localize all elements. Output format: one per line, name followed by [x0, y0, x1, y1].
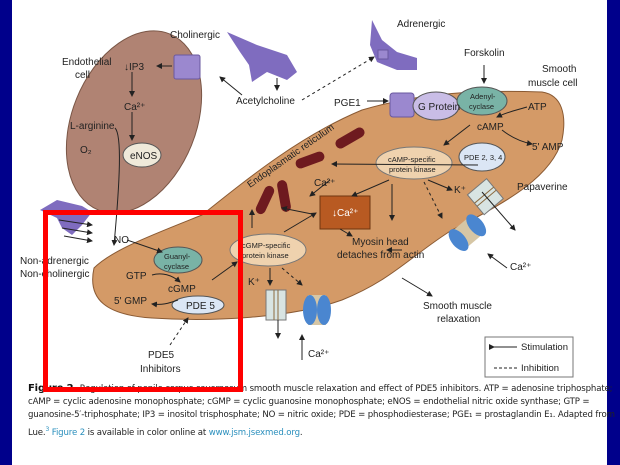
cholinergic-receptor-icon: [173, 54, 201, 80]
label-pge1: PGE1: [334, 98, 361, 109]
label-non-adrenergic: Non-adrenergic: [20, 256, 89, 267]
label-pde5-inhibitors: PDE5: [148, 350, 175, 361]
label-adrenergic: Adrenergic: [397, 19, 445, 30]
stimulation-arrows: [58, 63, 533, 360]
label-smooth-muscle-cell-2: muscle cell: [528, 78, 577, 89]
label-forskolin: Forskolin: [464, 48, 505, 59]
endoplasmatic-reticulum: [255, 127, 365, 215]
label-o2: O₂: [80, 145, 92, 156]
label-gtp: GTP: [126, 271, 147, 282]
label-ca-right: Ca²⁺: [510, 262, 531, 273]
label-endothelial-cell-2: cell: [75, 70, 90, 81]
label-enos: eNOS: [130, 151, 158, 162]
label-endothelial-cell: Endothelial: [62, 57, 111, 68]
label-ca-endothelial: Ca²⁺: [124, 102, 145, 113]
potassium-channel-icon: [265, 289, 287, 321]
label-camp-kinase-2: protein kinase: [389, 165, 436, 174]
label-atp: ATP: [528, 102, 547, 113]
cgmp-kinase-ellipse: [229, 233, 307, 267]
label-ca-er: Ca²⁺: [314, 178, 335, 189]
label-guanyl-cyclase: Guanyl-: [164, 252, 191, 261]
label-smooth-muscle-cell: Smooth: [542, 64, 576, 75]
label-camp-kinase: cAMP-specific: [388, 155, 436, 164]
label-myosin-head: Myosin head: [352, 237, 409, 248]
cholinergic-nerve-icon: [227, 32, 297, 82]
enos-ellipse: [122, 142, 162, 168]
nanc-nerve-icon: [40, 200, 92, 235]
slide-panel: Cholinergic Adrenergic Endothelial cell …: [12, 0, 615, 465]
label-pde5: PDE 5: [186, 301, 215, 312]
label-pde234: PDE 2, 3, 4: [464, 153, 502, 162]
endothelial-cell: [65, 30, 203, 214]
label-ca-bottom: Ca²⁺: [308, 349, 329, 360]
figure-link[interactable]: Figure 2: [51, 427, 86, 438]
pde234-ellipse: [458, 142, 506, 172]
pathway-diagram: Cholinergic Adrenergic Endothelial cell …: [20, 19, 577, 378]
label-k-plus-right: K⁺: [454, 185, 466, 196]
label-myosin-detaches: detaches from actin: [337, 250, 424, 261]
pde5-highlight-box: [43, 210, 243, 392]
label-guanyl-cyclase-2: cyclase: [164, 262, 189, 271]
pge1-receptor-icon: [389, 92, 415, 118]
label-papaverine: Papaverine: [517, 182, 568, 193]
label-cholinergic: Cholinergic: [170, 30, 220, 41]
label-camp: cAMP: [477, 122, 504, 133]
calcium-decrease-box: [319, 195, 371, 230]
label-relaxation: relaxation: [437, 314, 480, 325]
pde5-ellipse: [171, 295, 225, 315]
guanyl-cyclase-ellipse: [153, 246, 203, 274]
label-cgmp: cGMP: [168, 284, 196, 295]
label-cgmp-kinase: cGMP-specific: [242, 241, 291, 250]
label-ip3: ↓IP3: [124, 62, 144, 73]
label-5-amp: 5' AMP: [532, 142, 564, 153]
adrenergic-receptor-icon: [377, 49, 389, 60]
caption-text-2: is available in color online at: [85, 427, 209, 438]
label-g-protein: G Protein: [418, 102, 460, 113]
caption-period: .: [299, 427, 303, 438]
caption-text: Regulation of penile corpus cavernosum s…: [28, 384, 615, 438]
label-k-plus-left: K⁺: [248, 277, 260, 288]
legend-stimulation: Stimulation: [521, 342, 568, 353]
label-l-arginine: L-arginine: [70, 121, 115, 132]
inhibition-arrows: [169, 56, 443, 346]
label-cgmp-kinase-2: protein kinase: [242, 251, 289, 260]
legend: Stimulation Inhibition: [484, 336, 574, 378]
label-smooth-muscle-relaxation: Smooth muscle: [423, 301, 492, 312]
adenyl-cyclase-ellipse: [456, 86, 508, 116]
journal-url-link[interactable]: www.jsm.jsexmed.org: [208, 427, 300, 438]
label-pde5-inhibitors-2: Inhibitors: [140, 364, 181, 375]
label-non-cholinergic: Non-cholinergic: [20, 269, 89, 280]
label-5-gmp: 5' GMP: [114, 296, 147, 307]
legend-inhibition: Inhibition: [521, 363, 559, 374]
calcium-channel-icon: [303, 295, 331, 325]
label-no: NO: [114, 235, 129, 246]
label-adenyl-cyclase: Adenyl-: [470, 92, 496, 101]
calcium-channel-right-icon: [448, 214, 487, 251]
camp-kinase-ellipse: [375, 146, 453, 180]
reference-link[interactable]: 3: [45, 425, 50, 433]
label-down-ca: ↓Ca²⁺: [332, 208, 358, 219]
label-adenyl-cyclase-2: cyclase: [469, 102, 494, 111]
label-acetylcholine: Acetylcholine: [236, 96, 295, 107]
